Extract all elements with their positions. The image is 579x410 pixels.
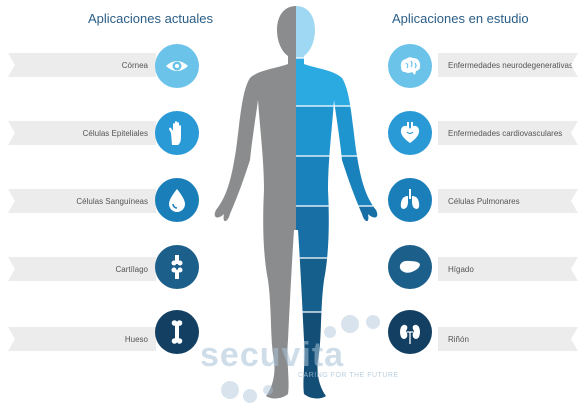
hand-icon bbox=[155, 111, 199, 155]
cardiovascular-label: Enfermedades cardiovasculares bbox=[448, 128, 563, 138]
brain-icon bbox=[388, 44, 432, 88]
ribbon-epithelial: Células Epiteliales bbox=[8, 121, 156, 145]
ribbon-lungs: Células Pulmonares bbox=[438, 189, 578, 213]
ribbon-blood: Células Sanguíneas bbox=[8, 189, 156, 213]
watermark-logo: secuvita bbox=[200, 336, 345, 374]
human-body-figure bbox=[214, 6, 378, 399]
kidney-label: Riñón bbox=[448, 334, 469, 344]
ribbon-liver: Hígado bbox=[438, 257, 578, 281]
epithelial-cells-label: Células Epiteliales bbox=[82, 128, 148, 138]
research-applications-heading: Aplicaciones en estudio bbox=[392, 11, 529, 26]
ribbon-neurodegenerative: Enfermedades neurodegenerativas bbox=[438, 53, 578, 77]
lungs-icon bbox=[388, 178, 432, 222]
liver-icon bbox=[388, 245, 432, 289]
ribbon-cardiovascular: Enfermedades cardiovasculares bbox=[438, 121, 578, 145]
bone-icon bbox=[155, 310, 199, 354]
current-applications-heading: Aplicaciones actuales bbox=[88, 11, 214, 26]
blood-drop-icon bbox=[155, 178, 199, 222]
heart-icon bbox=[388, 111, 432, 155]
ribbon-bone: Hueso bbox=[8, 327, 156, 351]
eye-icon bbox=[155, 44, 199, 88]
ribbon-kidney: Riñón bbox=[438, 327, 578, 351]
cornea-label: Córnea bbox=[121, 60, 148, 70]
kidneys-icon bbox=[388, 310, 432, 354]
watermark-dots bbox=[221, 315, 380, 403]
blood-cells-label: Células Sanguíneas bbox=[76, 196, 148, 206]
cartilage-label: Cartílago bbox=[115, 264, 148, 274]
neurodegenerative-label: Enfermedades neurodegenerativas bbox=[448, 60, 573, 70]
liver-label: Hígado bbox=[448, 264, 474, 274]
ribbon-cartilage: Cartílago bbox=[8, 257, 156, 281]
ribbon-cornea: Córnea bbox=[8, 53, 156, 77]
bone-label: Hueso bbox=[124, 334, 148, 344]
joint-icon bbox=[155, 245, 199, 289]
watermark-tagline: CARING FOR THE FUTURE bbox=[298, 372, 399, 379]
lung-cells-label: Células Pulmonares bbox=[448, 196, 520, 206]
